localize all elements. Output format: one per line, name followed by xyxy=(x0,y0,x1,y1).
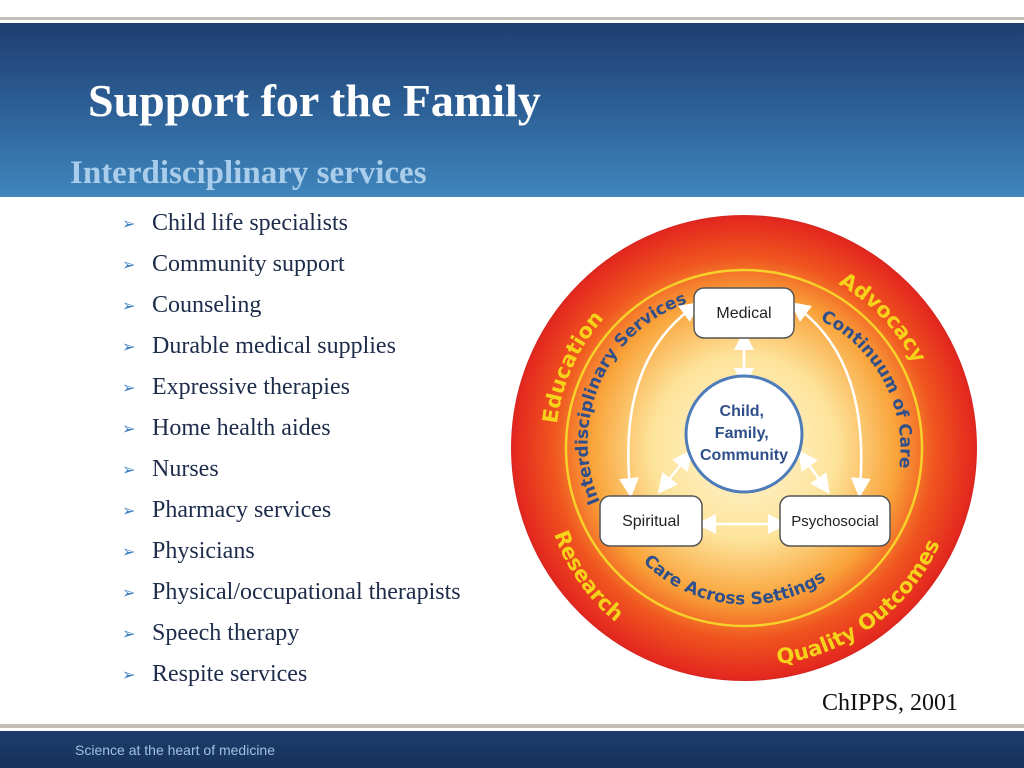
node-psychosocial-label: Psychosocial xyxy=(791,513,879,530)
list-item-label: Physicians xyxy=(152,538,255,564)
node-medical: Medical xyxy=(693,287,795,339)
node-spiritual: Spiritual xyxy=(599,495,703,547)
list-item: ➢ Physicians xyxy=(122,535,461,576)
arrow-right-icon: ➢ xyxy=(122,419,136,438)
list-item-label: Physical/occupational therapists xyxy=(152,579,461,605)
list-item: ➢ Pharmacy services xyxy=(122,494,461,535)
list-item-label: Child life specialists xyxy=(152,210,348,236)
citation: ChIPPS, 2001 xyxy=(822,690,959,716)
arrow-right-icon: ➢ xyxy=(122,296,136,315)
slide-subtitle: Interdisciplinary services xyxy=(70,155,427,191)
arrow-right-icon: ➢ xyxy=(122,624,136,643)
arrow-right-icon: ➢ xyxy=(122,665,136,684)
list-item: ➢ Expressive therapies xyxy=(122,371,461,412)
arrow-right-icon: ➢ xyxy=(122,542,136,561)
arrow-right-icon: ➢ xyxy=(122,337,136,356)
list-item: ➢ Durable medical supplies xyxy=(122,330,461,371)
list-item-label: Community support xyxy=(152,251,345,277)
list-item: ➢ Community support xyxy=(122,248,461,289)
footer-text: Science at the heart of medicine xyxy=(75,742,276,758)
services-list: ➢ Child life specialists ➢ Community suppo… xyxy=(122,207,461,699)
arrow-right-icon: ➢ xyxy=(122,460,136,479)
connector-arrows xyxy=(619,301,871,534)
arrow-medical-psychosocial xyxy=(790,301,871,498)
node-medical-label: Medical xyxy=(716,305,771,322)
center-node-label: Child, Family, Community xyxy=(700,403,788,464)
arrow-right-icon: ➢ xyxy=(122,501,136,520)
list-item: ➢ Speech therapy xyxy=(122,617,461,658)
arrow-right-icon: ➢ xyxy=(122,214,136,233)
arrow-medical-spiritual xyxy=(619,302,701,498)
list-item-label: Expressive therapies xyxy=(152,374,350,400)
list-item: ➢ Counseling xyxy=(122,289,461,330)
list-item-label: Speech therapy xyxy=(152,620,300,646)
bottom-divider xyxy=(0,724,1024,728)
list-item: ➢ Physical/occupational therapists xyxy=(122,576,461,617)
node-psychosocial: Psychosocial xyxy=(779,495,891,547)
arrow-right-icon: ➢ xyxy=(122,255,136,274)
list-item: ➢ Home health aides xyxy=(122,412,461,453)
ring-divider xyxy=(564,268,924,628)
list-item: ➢ Child life specialists xyxy=(122,207,461,248)
list-item: ➢ Respite services xyxy=(122,658,461,699)
slide-header xyxy=(0,23,1024,197)
list-item-label: Counseling xyxy=(152,292,262,318)
node-spiritual-label: Spiritual xyxy=(622,513,680,530)
footer-bar xyxy=(0,731,1024,768)
list-item-label: Home health aides xyxy=(152,415,331,441)
top-divider xyxy=(0,17,1024,20)
arrow-right-icon: ➢ xyxy=(122,378,136,397)
care-model-diagram: Education Advocacy Research Quality Outc… xyxy=(511,215,977,681)
center-node xyxy=(684,374,804,494)
list-item-label: Nurses xyxy=(152,456,219,482)
slide-title: Support for the Family xyxy=(88,75,541,126)
arrow-right-icon: ➢ xyxy=(122,583,136,602)
list-item: ➢ Nurses xyxy=(122,453,461,494)
list-item-label: Durable medical supplies xyxy=(152,333,396,359)
list-item-label: Pharmacy services xyxy=(152,497,332,523)
top-strip xyxy=(0,0,1024,16)
list-item-label: Respite services xyxy=(152,661,308,687)
